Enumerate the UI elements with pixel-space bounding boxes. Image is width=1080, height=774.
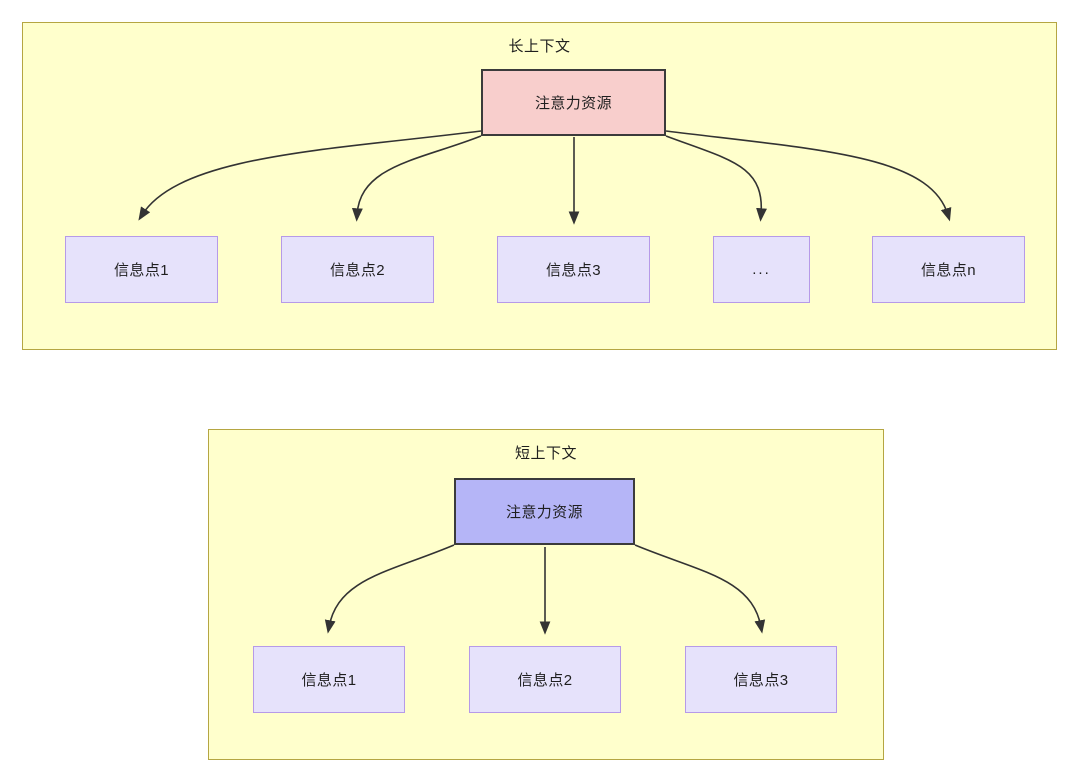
long-context-info-node-ellipsis[interactable]: ... xyxy=(713,236,810,303)
long-context-info-node-1[interactable]: 信息点1 xyxy=(65,236,218,303)
long-context-panel-title: 长上下文 xyxy=(508,38,571,55)
long-context-info-node-2[interactable]: 信息点2 xyxy=(281,236,434,303)
long-context-info-node-n[interactable]: 信息点n xyxy=(872,236,1025,303)
short-context-panel-title: 短上下文 xyxy=(514,445,577,462)
short-context-info-node-1[interactable]: 信息点1 xyxy=(253,646,405,713)
short-context-info-node-2[interactable]: 信息点2 xyxy=(469,646,621,713)
long-context-info-node-3[interactable]: 信息点3 xyxy=(497,236,650,303)
short-context-info-node-3[interactable]: 信息点3 xyxy=(685,646,837,713)
long-context-attention-node[interactable]: 注意力资源 xyxy=(481,69,666,136)
short-context-attention-node[interactable]: 注意力资源 xyxy=(454,478,635,545)
